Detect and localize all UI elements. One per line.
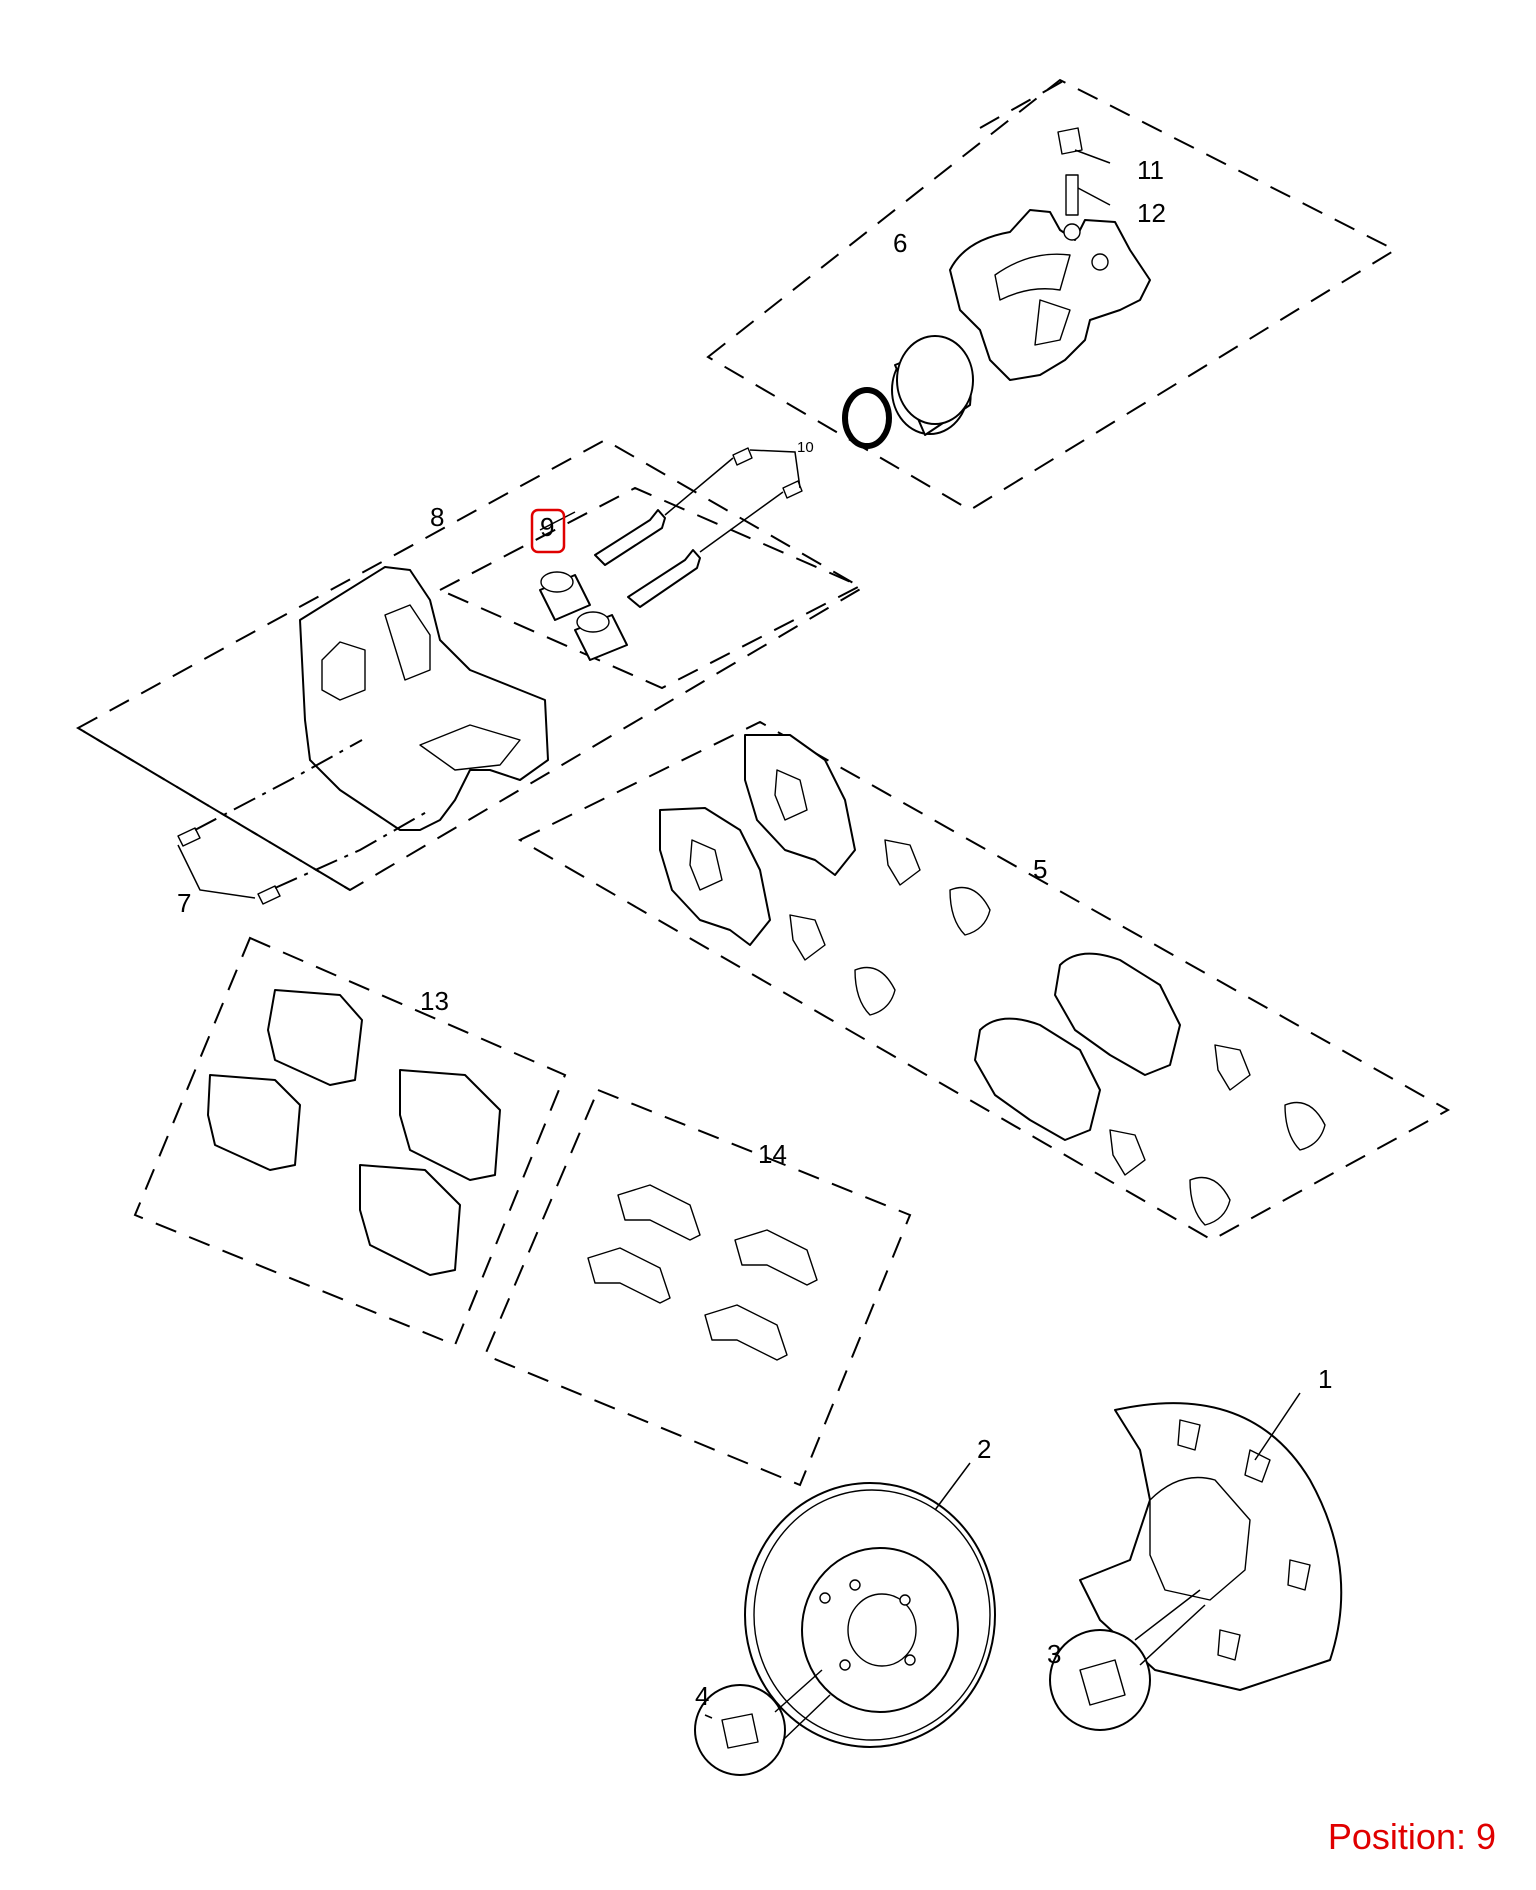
clip-set-group [483, 1088, 912, 1487]
carrier-bolt-lower[interactable] [257, 885, 281, 905]
pad-13-3[interactable] [399, 1069, 501, 1181]
callout-10[interactable]: 10 [797, 439, 814, 456]
callout-3[interactable]: 3 [1047, 1639, 1061, 1669]
clip-14-4[interactable] [704, 1304, 788, 1361]
pad-set-group [133, 936, 567, 1347]
pad-spring-3[interactable] [1284, 1101, 1326, 1151]
callout-11[interactable]: 11 [1137, 155, 1164, 185]
callout-9[interactable]: 9 [540, 512, 554, 542]
callout-4[interactable]: 4 [695, 1681, 709, 1711]
pad-clip-2[interactable] [789, 914, 826, 961]
pad-13-4[interactable] [359, 1164, 461, 1276]
selected-callout-highlight [530, 508, 566, 554]
pad-outer-1[interactable] [974, 1017, 1101, 1141]
callout-12[interactable]: 12 [1137, 198, 1166, 228]
bleed-cap[interactable] [1057, 127, 1083, 155]
callout-leaders [934, 149, 1301, 1511]
position-label: Position: 9 [1327, 1816, 1496, 1857]
pad-kit-group [517, 720, 1451, 1242]
carrier-bolt-upper[interactable] [177, 827, 201, 847]
callout-5[interactable]: 5 [1033, 854, 1047, 884]
backplate-bolt[interactable] [1079, 1659, 1126, 1706]
guide-bolt-1[interactable] [732, 447, 753, 466]
pad-clip-3[interactable] [1109, 1129, 1146, 1176]
clip-14-3[interactable] [734, 1229, 818, 1286]
callouts: 1 2 3 4 5 6 7 8 9 10 11 12 13 14 [177, 155, 1332, 1711]
guide-pin-1[interactable] [594, 509, 666, 566]
pad-13-1[interactable] [267, 989, 363, 1086]
pad-outer-2[interactable] [1054, 952, 1181, 1076]
callout-7[interactable]: 7 [177, 888, 191, 918]
pad-13-2[interactable] [207, 1074, 301, 1171]
disc-screw[interactable] [721, 1713, 759, 1749]
guide-bolt-2[interactable] [782, 480, 803, 499]
backplate-group [1049, 1402, 1343, 1731]
callout-14[interactable]: 14 [758, 1139, 787, 1169]
caliper-housing[interactable] [949, 209, 1151, 381]
callout-6[interactable]: 6 [893, 228, 907, 258]
pad-spring-2[interactable] [854, 966, 896, 1016]
pad-spring-4[interactable] [1189, 1176, 1231, 1226]
callout-13[interactable]: 13 [420, 986, 449, 1016]
pad-spring-1[interactable] [949, 886, 991, 936]
guide-pin-2[interactable] [627, 549, 701, 608]
pad-clip-4[interactable] [1214, 1044, 1251, 1091]
caliper-group [706, 78, 1398, 512]
callout-1[interactable]: 1 [1318, 1364, 1332, 1394]
clip-14-2[interactable] [587, 1247, 671, 1304]
clip-14-1[interactable] [617, 1184, 701, 1241]
disc-group [694, 1482, 996, 1776]
piston-seal[interactable] [842, 387, 892, 449]
carrier-group [75, 438, 864, 905]
guide-pin-group [437, 447, 863, 690]
bleed-screw[interactable] [1065, 174, 1079, 216]
callout-8[interactable]: 8 [430, 502, 444, 532]
pad-clip-1[interactable] [884, 839, 921, 886]
callout-2[interactable]: 2 [977, 1434, 991, 1464]
